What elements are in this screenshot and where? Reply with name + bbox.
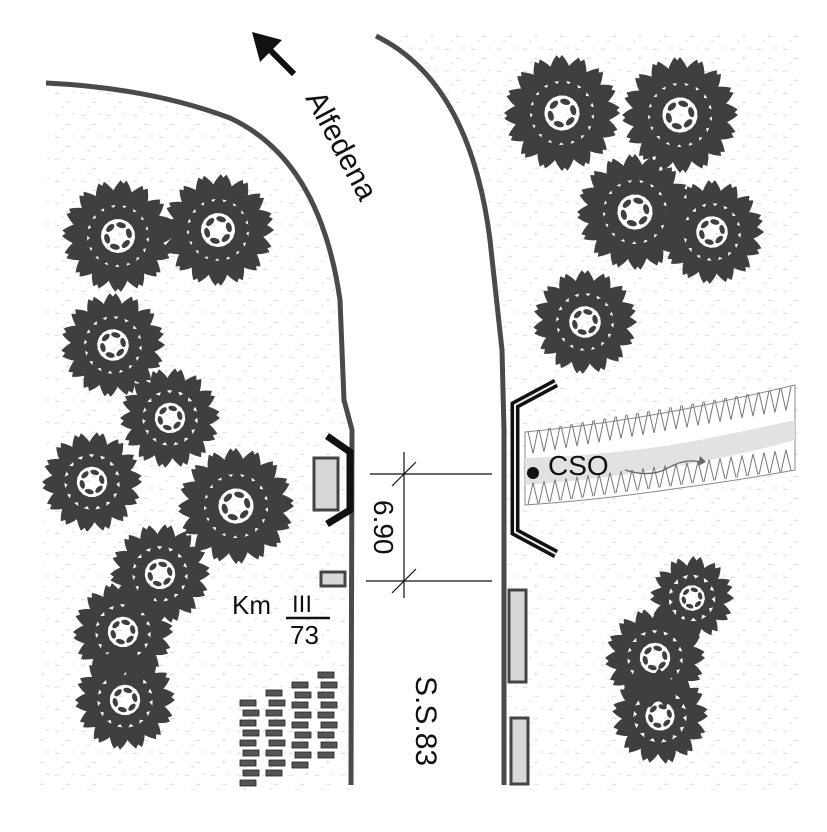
crop-plot [242, 709, 260, 717]
crop-plot [268, 759, 286, 767]
km-numerator-label: III [292, 591, 312, 618]
culvert-point [527, 467, 539, 479]
crop-plot [242, 769, 260, 777]
right-headwall [510, 379, 559, 558]
width-dimension [366, 452, 492, 598]
km-stone [319, 570, 347, 588]
crop-plot [268, 739, 286, 747]
crop-plot [320, 681, 338, 689]
crop-plot [265, 769, 283, 777]
left-headwall [312, 433, 354, 527]
tree-canopy-icon [660, 180, 764, 284]
crop-plot [239, 739, 257, 747]
km-denominator-label: 73 [290, 620, 319, 650]
tree-canopy-icon [504, 55, 620, 171]
crop-plot [291, 721, 309, 729]
road-name-label: Alfedena [299, 86, 384, 206]
km-prefix-label: Km [232, 590, 271, 620]
tree-canopy-icon [622, 57, 738, 173]
crop-plot [294, 691, 312, 699]
crop-plot [239, 699, 257, 707]
tree-canopy-icon [612, 668, 708, 764]
crop-plot [291, 681, 309, 689]
tree-group [42, 55, 764, 764]
crop-plot [268, 719, 286, 727]
crop-plot [317, 671, 335, 679]
tree-canopy-icon [178, 448, 294, 564]
tree-canopy-icon [162, 174, 274, 286]
crop-plot [294, 751, 312, 759]
guard-post [509, 716, 530, 786]
crop-plot [268, 699, 286, 707]
crop-plot [317, 751, 335, 759]
road-right-edge [374, 33, 507, 785]
width-value-label: 6.90 [368, 500, 399, 555]
culvert-label: CSO [548, 450, 609, 481]
tree-canopy-icon [120, 368, 220, 468]
crop-plot [317, 691, 335, 699]
tree-canopy-icon [75, 650, 175, 750]
crop-plot [317, 731, 335, 739]
crop-plot [317, 711, 335, 719]
crop-plot [320, 701, 338, 709]
crop-plot [320, 741, 338, 749]
crop-plot [291, 761, 309, 769]
road-code-label: S.S.83 [409, 676, 442, 766]
crop-plot [242, 729, 260, 737]
crop-plot [320, 721, 338, 729]
crop-plot [294, 731, 312, 739]
crop-plot [265, 729, 283, 737]
crop-plot [242, 749, 260, 757]
guard-post [507, 588, 528, 684]
crop-rows [239, 671, 338, 787]
tree-canopy-icon [61, 293, 165, 397]
crop-plot [291, 741, 309, 749]
crop-plot [265, 749, 283, 757]
crop-plot [265, 709, 283, 717]
road-left-edge [45, 80, 355, 786]
stream-bed [524, 384, 796, 506]
crop-plot [265, 689, 283, 697]
crop-plot [291, 701, 309, 709]
arrow-up-left-icon [252, 32, 297, 77]
crop-plot [239, 759, 257, 767]
tree-canopy-icon [62, 180, 174, 292]
crop-plot [239, 719, 257, 727]
tree-canopy-icon [533, 270, 637, 374]
crop-plot [239, 779, 257, 787]
tree-canopy-icon [42, 432, 142, 532]
crop-plot [294, 711, 312, 719]
